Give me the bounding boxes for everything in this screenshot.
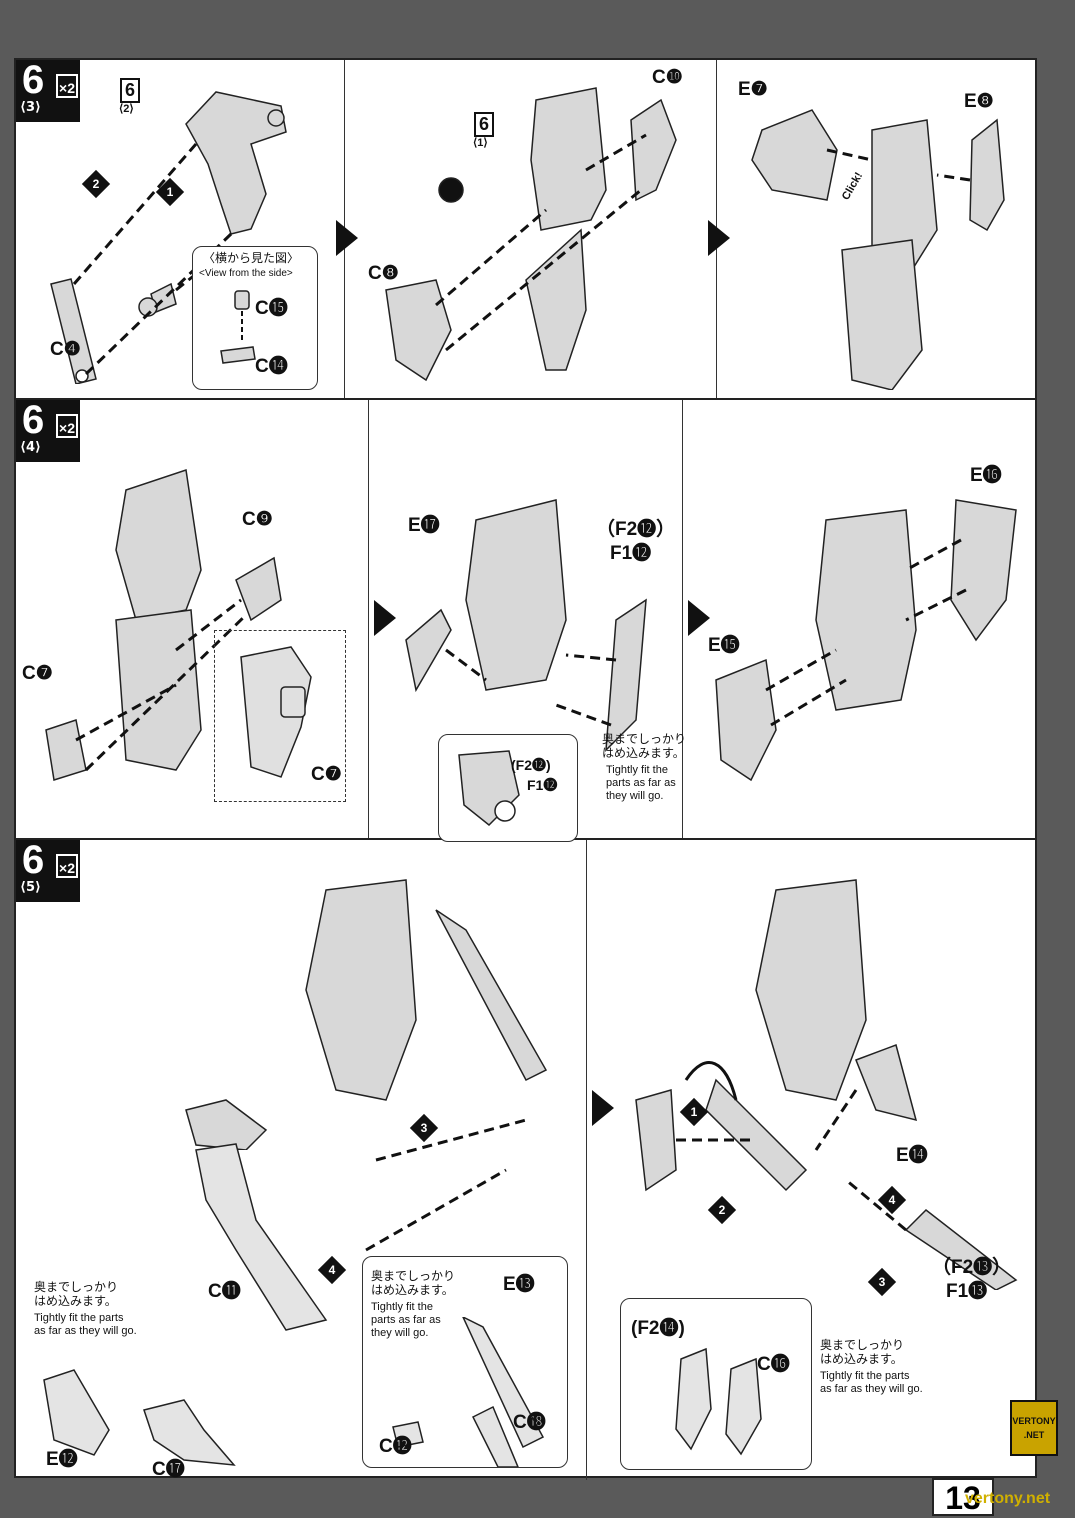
sequence-marker: 3 [409,1113,439,1143]
step-6-3-section: 6 ⟨3⟩ ×2 6 ⟨2⟩ 2 1 [16,58,1035,400]
next-arrow [336,220,358,256]
page-number: 13 [932,1478,994,1516]
sequence-marker: 1 [679,1097,709,1127]
step-substep: ⟨5⟩ [20,880,41,895]
part-label-c10: C❿ [652,67,683,88]
part-label-e16: E⓰ [970,465,1002,486]
part-label-e13: E⓭ [503,1274,535,1295]
step-badge: 6 ⟨3⟩ ×2 [16,58,80,122]
ref-step-box-2: 6 [474,112,495,137]
side-view-parts [220,290,256,364]
part-label-e7: E❼ [738,79,768,100]
detail-wing-parts [392,1317,545,1467]
part-label-c11: C⓫ [208,1281,241,1302]
watermark-site: vertony.net [965,1490,1051,1507]
step-substep: ⟨4⟩ [20,440,41,455]
step-number: 6 [22,838,45,882]
part-label-c14: C⓮ [255,356,288,377]
leg-side-plate-diagram [45,469,282,781]
next-arrow [592,1090,614,1126]
part-label-c17: C⓱ [152,1459,185,1480]
step-badge: 6 ⟨4⟩ ×2 [16,398,80,462]
sequence-marker: 2 [707,1195,737,1225]
step-number: 6 [22,398,45,442]
leg-wing-diagram [185,879,548,1150]
fit-note-1-jp: 奥までしっかり はめ込みます。 [34,1280,119,1308]
leg-assembly-diagram [385,87,677,382]
side-view-inset: 〈横から見た図〉 <View from the side> C⓯ C⓮ [192,246,318,390]
fit-note-3-jp: 奥までしっかり はめ込みます。 [820,1338,905,1366]
fit-note-3-en: Tightly fit the parts as far as they wil… [820,1370,923,1395]
leg-complete-diagram [635,879,1018,1290]
detail-frame [240,646,312,778]
part-label-c15: C⓯ [255,298,288,319]
part-label-c16: C⓰ [757,1354,790,1375]
sequence-marker: 2 [81,169,111,199]
step-6-4-section: 6 ⟨4⟩ ×2 C❾ C❼ [16,398,1035,842]
step-badge: 6 ⟨5⟩ ×2 [16,838,80,902]
part-label-c8: C❽ [368,263,399,284]
part-label-e8: E❽ [964,91,994,112]
part-label-f1-12: F1⓬ [610,543,652,564]
part-label-e17: E⓱ [408,515,440,536]
step-multiplier: ×2 [56,854,78,878]
ref-substep-2: ⟨1⟩ [473,137,488,149]
fit-note-jp: 奥までしっかり はめ込みます。 [602,732,687,760]
ref-substep: ⟨2⟩ [119,103,134,115]
part-label-f1-13: F1⓭ [946,1281,988,1302]
sequence-marker: 3 [867,1267,897,1297]
step-substep: ⟨3⟩ [20,100,41,115]
part-label-f2-12-detail: (F2⓬) [511,757,551,773]
part-label-e14: E⓮ [896,1145,928,1166]
leg-plate-diagram [405,499,647,752]
side-view-title-en: <View from the side> [199,268,293,279]
part-label-e12: E⓬ [46,1449,78,1470]
fit-note-2-en: Tightly fit the parts as far as they wil… [371,1301,441,1339]
detail-blade-parts [43,1369,236,1466]
leg-outer-armor-diagram [715,499,1017,782]
part-label-c18: C⓲ [513,1412,546,1433]
sequence-marker: 4 [317,1255,347,1285]
assembly-arrows [365,1118,527,1252]
instruction-sheet: 6 ⟨3⟩ ×2 6 ⟨2⟩ 2 1 [14,58,1037,1480]
part-label-c4: C❹ [50,339,81,360]
step-6-5-section: 6 ⟨5⟩ ×2 3 4 奥までしっかり はめ込みます。 [16,838,1035,1480]
sequence-marker: 4 [877,1185,907,1215]
panel-divider [368,400,369,838]
fit-note-2-jp: 奥までしっかり はめ込みます。 [371,1269,456,1297]
part-label-c7-detail: C❼ [311,764,342,785]
part-label-f2-14: (F2⓮) [631,1318,685,1339]
fit-note-1-en: Tightly fit the parts as far as they wil… [34,1312,137,1337]
next-arrow [688,600,710,636]
detail-inset: C❼ [214,630,346,802]
part-label-c7: C❼ [22,663,53,684]
part-label-f1-12-detail: F1⓬ [527,777,558,793]
panel-divider [586,840,587,1480]
part-label-f2-13: （F2⓭） [932,1257,1012,1278]
fit-note-en: Tightly fit the parts as far as they wil… [606,764,676,802]
next-arrow [708,220,730,256]
wing-blade-diagram [195,1143,328,1331]
ref-step-box: 6 [120,78,141,103]
step-multiplier: ×2 [56,414,78,438]
step-multiplier: ×2 [56,74,78,98]
panel-divider [682,400,683,838]
part-label-c9: C❾ [242,509,273,530]
side-view-title-jp: 〈横から見た図〉 [203,251,300,265]
detail-inset-4: 奥までしっかり はめ込みます。 Tightly fit the parts as… [362,1256,568,1468]
part-label-e15: E⓯ [708,635,740,656]
detail-inset-3 [34,1350,244,1470]
watermark-logo: VERTONY .NET [1010,1400,1058,1456]
detail-inset-2: (F2⓬) F1⓬ [438,734,578,842]
detail-small-parts [675,1347,762,1456]
leg-cover-diagram [751,109,1005,390]
part-label-c12: C⓬ [379,1436,412,1457]
step-number: 6 [22,58,45,102]
detail-joint [458,750,520,827]
sequence-marker: 1 [155,177,185,207]
detail-inset-5: (F2⓮) C⓰ [620,1298,812,1470]
part-label-f2-12: （F2⓬） [596,519,676,540]
next-arrow [374,600,396,636]
